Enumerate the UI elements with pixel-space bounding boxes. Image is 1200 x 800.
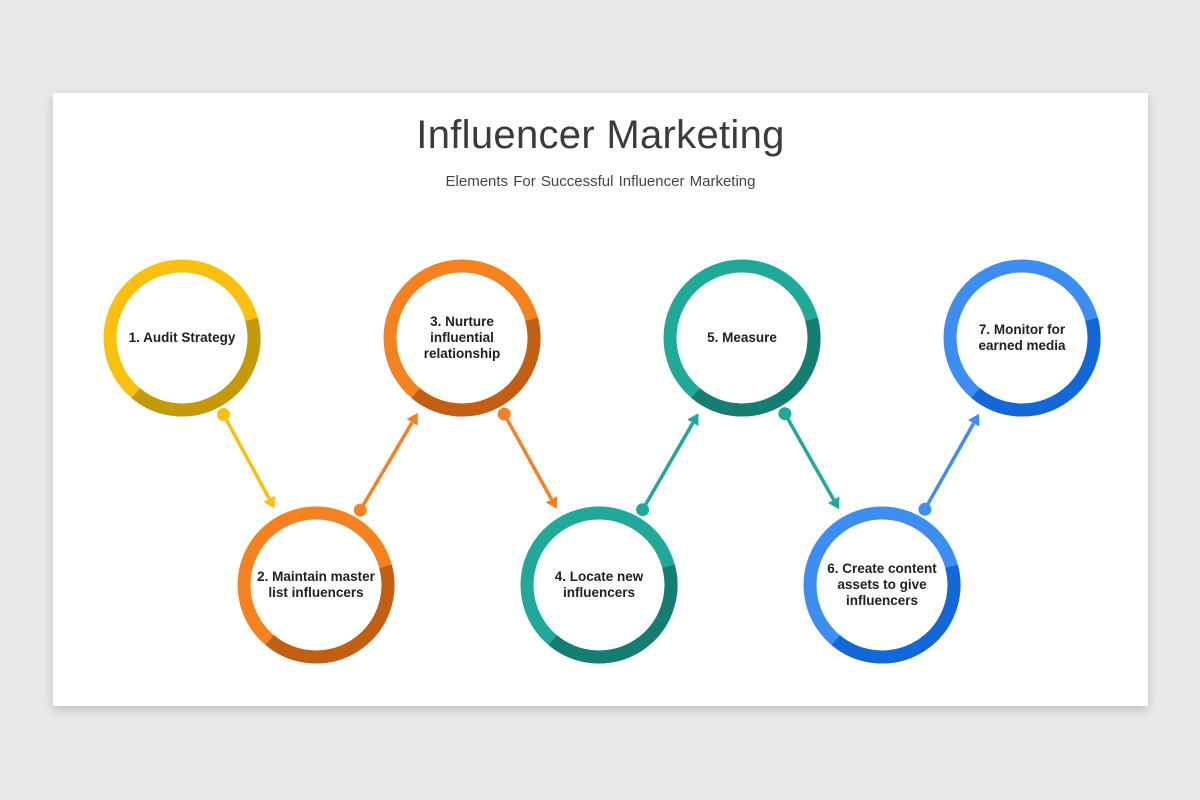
step-1-label: 1. Audit Strategy	[128, 330, 236, 345]
connector-line	[641, 421, 695, 511]
step-5-ring-dark	[691, 317, 821, 417]
connector-line	[502, 413, 553, 501]
step-7-ring	[943, 259, 1101, 417]
step-3-ring-dark	[411, 317, 541, 417]
connector-2-to-3	[353, 412, 418, 517]
step-6-ring	[803, 506, 961, 664]
connector-line	[221, 413, 271, 500]
connector-3-to-4	[497, 407, 558, 509]
slide-title: Influencer Marketing	[416, 113, 785, 157]
connector-line	[358, 421, 414, 511]
process-diagram	[103, 259, 1101, 664]
connector-line	[783, 412, 836, 501]
connector-line	[923, 422, 976, 511]
connector-arrowhead	[968, 413, 980, 427]
step-7-label: 7. Monitor for earned media	[978, 322, 1066, 353]
connector-arrowhead	[687, 413, 699, 427]
connector-start-dot	[918, 502, 932, 516]
step-5-ring	[663, 259, 821, 417]
connector-start-dot	[497, 407, 511, 421]
step-1-ring	[103, 259, 261, 417]
connector-4-to-5	[636, 413, 699, 517]
step-2-ring-dark	[265, 564, 395, 664]
connector-1-to-2	[216, 407, 275, 509]
step-2-label: 2. Maintain master list influencers	[257, 569, 375, 600]
step-5-label: 5. Measure	[707, 330, 777, 345]
step-3-label: 3. Nurture influential relationship	[423, 314, 501, 361]
connector-arrowhead	[406, 412, 418, 426]
connector-arrowhead	[828, 496, 840, 510]
connector-start-dot	[216, 407, 230, 421]
step-2-ring	[237, 506, 395, 664]
connector-6-to-7	[918, 413, 980, 516]
step-4-ring-dark	[548, 564, 678, 664]
step-4-ring	[520, 506, 678, 664]
step-6-ring-dark	[831, 564, 961, 664]
connector-arrowhead	[263, 495, 275, 509]
step-4-label: 4. Locate new influencers	[554, 569, 644, 600]
step-1-ring-dark	[131, 317, 261, 417]
connector-start-dot	[353, 503, 367, 517]
step-7-ring-dark	[971, 317, 1101, 417]
connector-start-dot	[636, 503, 650, 517]
rings-layer	[103, 259, 1101, 664]
slide: Influencer Marketing Elements For Succes…	[53, 93, 1148, 706]
connector-start-dot	[778, 407, 792, 421]
slide-subtitle: Elements For Successful Influencer Marke…	[445, 173, 756, 190]
connectors-layer	[216, 407, 980, 517]
connector-5-to-6	[778, 407, 840, 510]
step-6-label: 6. Create content assets to give influen…	[827, 561, 937, 608]
connector-arrowhead	[545, 496, 558, 509]
step-3-ring	[383, 259, 541, 417]
